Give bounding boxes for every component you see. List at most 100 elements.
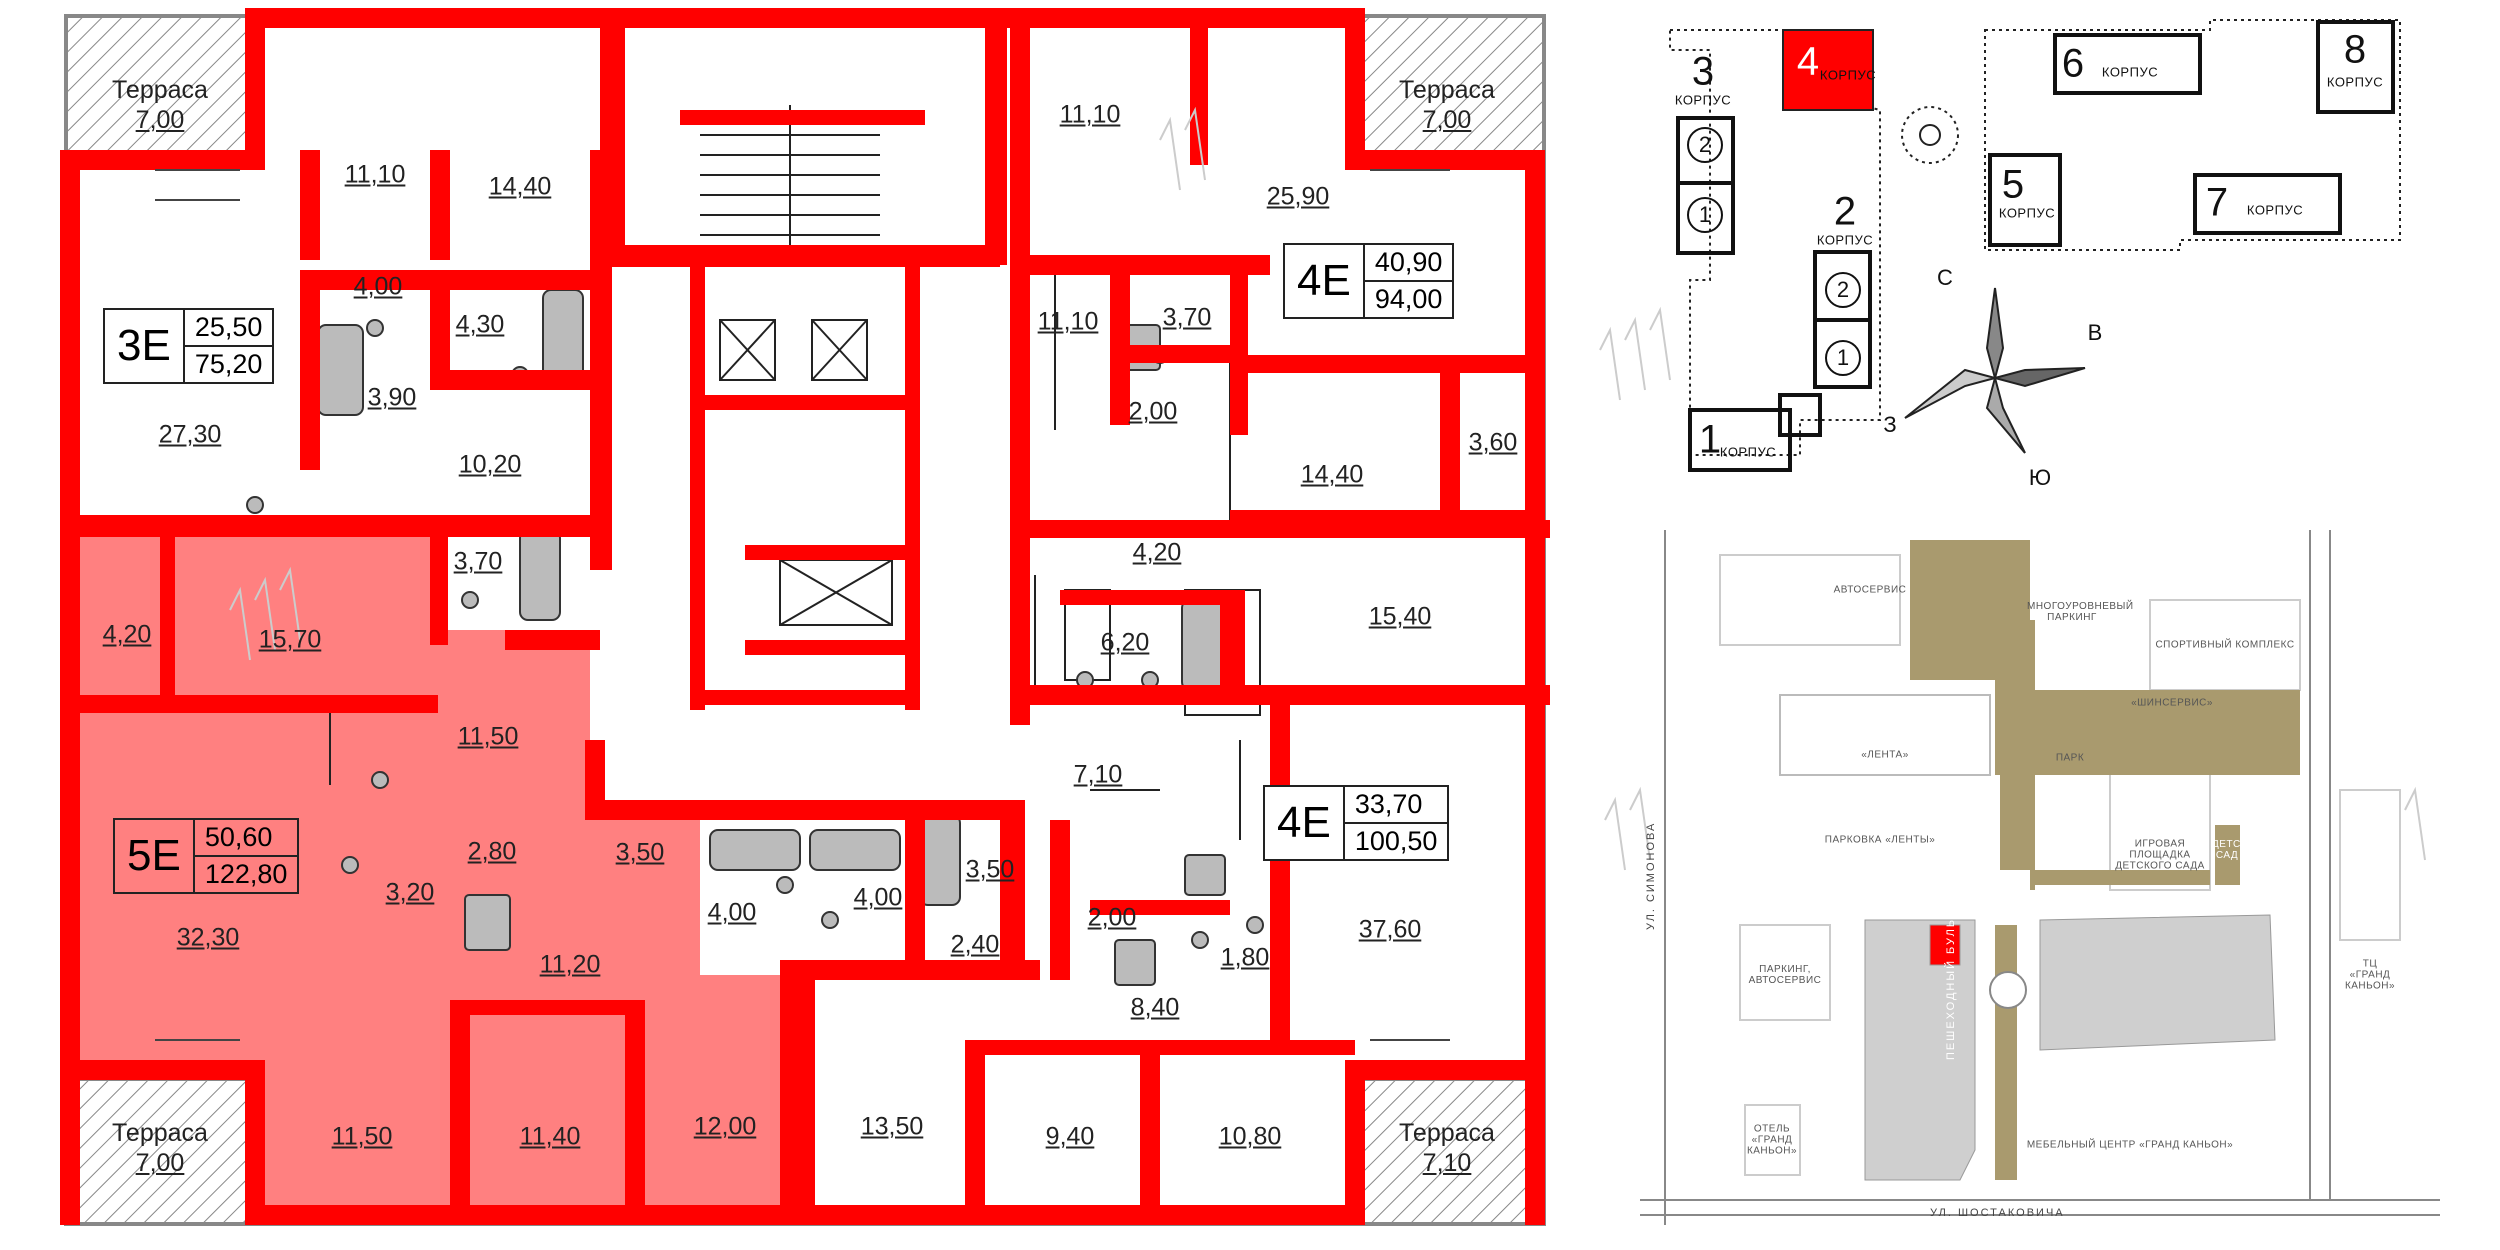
section-number: 2 (1836, 277, 1850, 302)
total-area: 122,80 (204, 859, 288, 890)
building-1-number: 3 (1691, 49, 1715, 94)
map-label-furniture: МЕБЕЛЬНЫЙ ЦЕНТР «ГРАНД КАНЬОН» (2026, 1139, 2234, 1151)
site-buildings (1676, 20, 2395, 472)
map-complex (1864, 919, 1976, 1181)
room-area: 3,50 (615, 838, 665, 867)
room-area: 4,00 (853, 883, 903, 912)
room-area: 4,00 (353, 272, 403, 301)
apartment-code: 4E (1265, 787, 1345, 860)
room-area: 27,30 (158, 420, 222, 449)
room-area: 14,40 (488, 172, 552, 201)
room-area: 25,90 (1266, 182, 1330, 211)
compass-east: В (2087, 320, 2103, 345)
section-number: 1 (1698, 202, 1712, 227)
building-sub: КОРПУС (1816, 232, 1874, 248)
map-label-tc: ТЦ «ГРАНД КАНЬОН» (2344, 958, 2396, 992)
map-label-shinservice: «ШИНСЕРВИС» (2131, 697, 2213, 709)
site-plan (1669, 19, 2401, 456)
room-area: 11,10 (1059, 100, 1121, 129)
area-map (1640, 530, 2440, 1225)
room-area: 2,80 (467, 837, 517, 866)
room-area: 13,50 (860, 1112, 924, 1141)
building-7-number: 7 (2205, 180, 2229, 225)
compass-west: З (1883, 412, 1897, 437)
room-area: 7,10 (1073, 760, 1123, 789)
room-area: 10,20 (458, 450, 522, 479)
total-area: 94,00 (1374, 284, 1443, 315)
bathroom-fixtures (246, 289, 1264, 986)
building-6-number: 6 (2061, 41, 2085, 86)
section-number: 1 (1836, 345, 1850, 370)
living-area: 40,90 (1364, 245, 1453, 283)
building-8-number: 8 (2343, 27, 2367, 72)
building-1-number: 1 (1698, 417, 1722, 462)
map-label-sport: СПОРТИВНЫЙ КОМПЛЕКС (2155, 639, 2295, 651)
room-area: 4,00 (707, 898, 757, 927)
total-area: 75,20 (194, 349, 263, 380)
building-sub: КОРПУС (2246, 202, 2304, 218)
building-sub: КОРПУС (1998, 205, 2056, 221)
room-area: 11,10 (1037, 307, 1099, 336)
room-area: 11,50 (331, 1122, 393, 1151)
room-area: 3,90 (367, 383, 417, 412)
map-label-playground: ИГРОВАЯ ПЛОЩАДКА ДЕТСКОГО САДА (2115, 838, 2205, 872)
street-shostakovicha: УЛ. ШОСТАКОВИЧА (1930, 1207, 2065, 1219)
room-area: 12,00 (693, 1112, 757, 1141)
apartment-code: 5E (115, 820, 195, 893)
building-sub: КОРПУС (1674, 92, 1732, 108)
map-label-kindergarten: ДЕТСКИЙ САД (2212, 839, 2263, 861)
room-area: 4,30 (455, 310, 505, 339)
building-sub: КОРПУС (2101, 64, 2159, 80)
apartment-code: 3E (105, 310, 185, 383)
room-area: 1,80 (1220, 943, 1270, 972)
section-number: 2 (1698, 132, 1712, 157)
building-sub: КОРПУС (1719, 444, 1777, 460)
room-area: 37,60 (1358, 915, 1422, 944)
living-area: 50,60 (194, 820, 298, 858)
room-area: 6,20 (1100, 628, 1150, 657)
room-area: 3,70 (1162, 303, 1212, 332)
room-area: 4,20 (102, 620, 152, 649)
room-area: 8,40 (1130, 993, 1180, 1022)
compass-north: С (1937, 265, 1953, 290)
room-area: 11,10 (344, 160, 406, 189)
map-label-lenta: «ЛЕНТА» (1861, 749, 1909, 761)
room-area: 2,40 (950, 930, 1000, 959)
section-circles (1687, 127, 1861, 376)
building-2-number: 2 (1833, 189, 1857, 234)
site-outline-right (1984, 19, 2401, 251)
room-area: 32,30 (176, 923, 240, 952)
room-area: 15,40 (1368, 602, 1432, 631)
building-4-number[interactable]: 4 (1796, 39, 1820, 84)
room-area: 10,80 (1218, 1122, 1282, 1151)
map-label-autoservice: АВТОСЕРВИС (1833, 584, 1907, 596)
room-area: 15,70 (258, 625, 322, 654)
window-marks (155, 169, 1450, 1041)
room-area: 14,40 (1300, 460, 1364, 489)
stair-core (700, 105, 893, 626)
street-simonova: УЛ. СИМОНОВА (1645, 821, 1657, 930)
map-label-parking: МНОГОУРОВНЕВЫЙ ПАРКИНГ (2027, 601, 2134, 623)
map-label-boulevard: ПЕШЕХОДНЫЙ БУЛЬВАР (1945, 890, 1957, 1060)
room-area: 11,50 (457, 722, 519, 751)
room-area: 3,70 (453, 547, 503, 576)
compass-rose (1904, 287, 2086, 454)
room-area: 11,40 (519, 1122, 581, 1151)
apartment-code: 4E (1285, 245, 1365, 318)
building-5-number: 5 (2001, 162, 2025, 207)
walls (60, 8, 1550, 1225)
map-label-park: ПАРК (2055, 752, 2085, 764)
room-area: 3,60 (1468, 428, 1518, 457)
room-area: 2,00 (1128, 397, 1178, 426)
room-area: 4,20 (1132, 538, 1182, 567)
living-area: 33,70 (1344, 787, 1448, 825)
